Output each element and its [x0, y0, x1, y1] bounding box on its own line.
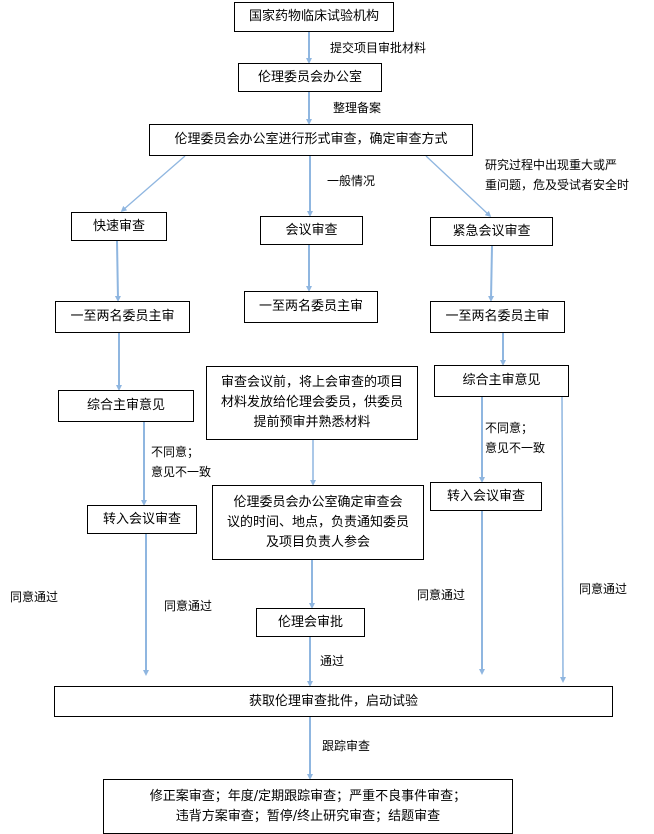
node-pre-meeting-line: 材料发放给伦理会委员，供委员: [220, 395, 403, 410]
arrow-formal-to-fast: [120, 155, 186, 212]
node-ethics-approval: 伦理会审批: [256, 608, 365, 637]
node-institution: 国家药物临床试验机构: [234, 2, 394, 32]
node-transfer-right-text: 转入会议审查: [446, 488, 525, 504]
node-main-review-mid: 一至两名委员主审: [244, 291, 378, 323]
label-serious-line: 重问题，危及受试者安全时: [485, 178, 630, 192]
node-ethics-approval-text: 伦理会审批: [277, 614, 343, 630]
node-transfer-left: 转入会议审查: [87, 505, 197, 534]
label-tracking: 跟踪审查: [322, 739, 371, 753]
node-combined-opinion-right-text: 综合主审意见: [462, 373, 541, 388]
node-follow-up-line: 修正案审查；年度/定期跟踪审查；严重不良事件审查；: [149, 788, 467, 804]
node-obtain-approval-text: 获取伦理审查批件，启动试验: [248, 693, 418, 709]
label-agree-far-left: 同意通过: [10, 590, 59, 604]
label-agree-mid-right: 同意通过: [417, 588, 466, 602]
node-main-review-right: 一至两名委员主审: [430, 301, 565, 333]
node-formal-review: 伦理委员会办公室进行形式审查，确定审查方式: [149, 124, 473, 156]
label-submit: 提交项目审批材料: [330, 41, 427, 55]
node-combined-opinion-right: 综合主审意见: [434, 365, 569, 397]
node-transfer-right: 转入会议审查: [430, 482, 542, 511]
node-arrange-meeting-line: 及项目负责人参会: [265, 534, 370, 550]
label-disagree-left: 不同意； 意见不一致: [151, 442, 211, 482]
node-follow-up: 修正案审查；年度/定期跟踪审查；严重不良事件审查； 违背方案审查；暂停/终止研究…: [103, 779, 513, 834]
label-pass: 通过: [320, 654, 345, 668]
node-main-review-right-text: 一至两名委员主审: [445, 309, 550, 324]
arrow-fast-to-main-left: [114, 240, 121, 302]
node-ethics-office: 伦理委员会办公室: [238, 63, 382, 92]
label-agree-far-right: 同意通过: [579, 582, 628, 596]
node-main-review-mid-text: 一至两名委员主审: [258, 299, 363, 314]
node-urgent-review: 紧急会议审查: [430, 217, 553, 246]
node-fast-review-text: 快速审查: [92, 218, 145, 234]
label-disagree-right-line: 意见不一致: [485, 441, 546, 455]
node-fast-review: 快速审查: [71, 212, 167, 241]
node-arrange-meeting-line: 议的时间、地点，负责通知委员: [226, 514, 409, 530]
node-arrange-meeting-line: 伦理委员会办公室确定审查会: [233, 494, 403, 510]
node-institution-text: 国家药物临床试验机构: [248, 9, 379, 24]
node-pre-meeting: 审查会议前，将上会审查的项目 材料发放给伦理会委员，供委员 提前预审并熟悉材料: [206, 366, 418, 440]
arrow-formal-to-urgent: [425, 155, 492, 218]
node-main-review-left-text: 一至两名委员主审: [70, 309, 175, 324]
node-pre-meeting-line: 提前预审并熟悉材料: [253, 415, 371, 430]
label-disagree-left-line: 意见不一致: [151, 465, 212, 479]
label-organize: 整理备案: [333, 101, 382, 115]
label-agree-left: 同意通过: [164, 599, 213, 613]
label-disagree-left-line: 不同意；: [151, 445, 200, 459]
label-serious-line: 研究过程中出现重大或严: [485, 158, 618, 172]
label-disagree-right-line: 不同意；: [485, 421, 534, 435]
arrow-combined-right-to-obtain: [559, 396, 566, 683]
node-obtain-approval: 获取伦理审查批件，启动试验: [54, 686, 613, 717]
label-disagree-right: 不同意； 意见不一致: [485, 418, 545, 458]
node-meeting-review-text: 会议审查: [285, 222, 338, 238]
node-ethics-office-text: 伦理委员会办公室: [257, 69, 362, 85]
node-formal-review-text: 伦理委员会办公室进行形式审查，确定审查方式: [174, 132, 448, 147]
label-serious: 研究过程中出现重大或严 重问题，危及受试者安全时: [485, 155, 629, 195]
node-main-review-left: 一至两名委员主审: [55, 301, 190, 333]
node-urgent-review-text: 紧急会议审查: [452, 223, 531, 239]
node-arrange-meeting: 伦理委员会办公室确定审查会 议的时间、地点，负责通知委员 及项目负责人参会: [212, 485, 424, 560]
node-follow-up-line: 违背方案审查；暂停/终止研究审查；结题审查: [175, 808, 441, 824]
node-pre-meeting-line: 审查会议前，将上会审查的项目: [220, 375, 403, 390]
arrow-urgent-to-main-right: [488, 245, 495, 302]
node-meeting-review: 会议审查: [260, 216, 363, 245]
label-general: 一般情况: [327, 174, 376, 188]
node-combined-opinion-left: 综合主审意见: [58, 390, 194, 422]
node-transfer-left-text: 转入会议审查: [102, 511, 181, 527]
node-combined-opinion-left-text: 综合主审意见: [86, 398, 165, 413]
